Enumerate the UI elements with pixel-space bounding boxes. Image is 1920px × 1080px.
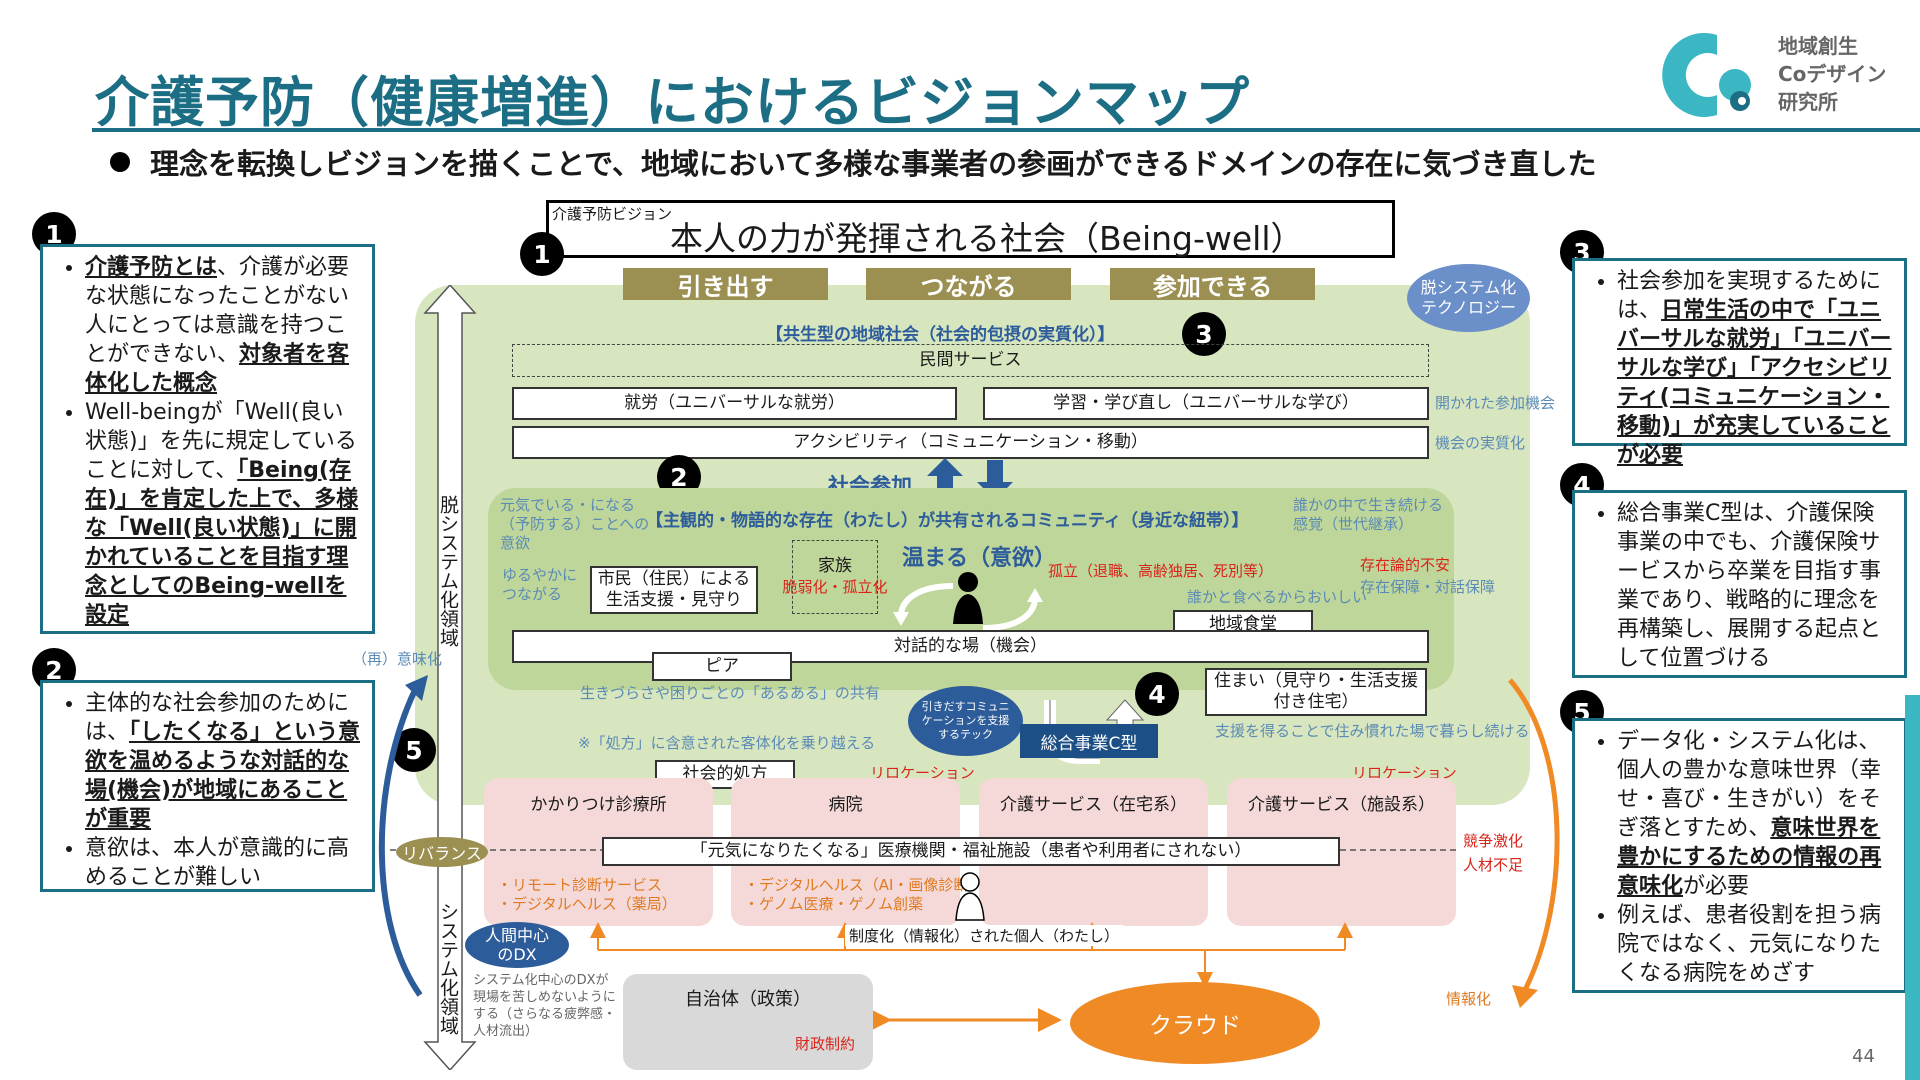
remote-services: ・リモート診断サービス ・デジタルヘルス（薬局） bbox=[497, 876, 677, 913]
page-title: 介護予防（健康増進）におけるビジョンマップ bbox=[95, 71, 1250, 134]
bullet-item: 社会参加を実現するためには、日常生活の中で「ユニバーサルな就労」「ユニバーサルな… bbox=[1617, 267, 1894, 470]
chance-real-label: 機会の実質化 bbox=[1435, 434, 1526, 452]
datsu-system-tech-oval: 脱システム化テクノロジー bbox=[1407, 264, 1530, 332]
kaigo-shisetsu-label: 介護サービス（施設系） bbox=[1248, 795, 1435, 815]
bullet-item: 主体的な社会参加のためには、「したくなる」という意欲を温めるような対話的な場(機… bbox=[85, 689, 362, 834]
reimi-label: （再）意味化 bbox=[352, 650, 443, 668]
subtitle-bullet bbox=[110, 152, 130, 172]
bullet-item: 例えば、患者役割を担う病院ではなく、元気になりたくなる病院をめざす bbox=[1617, 901, 1894, 988]
number-badge-5-diagram: 5 bbox=[392, 728, 436, 772]
ikitsuzukeru-label: 誰かの中で生き続ける感覚（世代継承） bbox=[1293, 496, 1444, 533]
logo-icon bbox=[1662, 32, 1751, 118]
logo bbox=[1655, 25, 1770, 125]
minkan-service: 民間サービス bbox=[512, 344, 1429, 377]
taiwa-box: 対話的な場（機会） bbox=[512, 630, 1429, 663]
vision-box bbox=[546, 200, 1395, 258]
kazoku-vulnerability: 脆弱化・孤立化 bbox=[782, 578, 888, 596]
jichitai-box bbox=[623, 974, 873, 1070]
jichitai-label: 自治体（政策） bbox=[685, 989, 811, 1010]
hikidasu-tech-oval: 引きだすコミュニケーションを支援するテック bbox=[908, 686, 1023, 756]
access-box: アクシビリティ（コミュニケーション・移動） bbox=[512, 426, 1429, 459]
system-dx-note: システム化中心のDXが現場を苦しめないようにする（さらなる疲弊感・人材流出） bbox=[473, 973, 617, 1039]
page-number: 44 bbox=[1852, 1046, 1875, 1067]
tab-sanka-dekiru: 参加できる bbox=[1110, 268, 1315, 301]
gakushu-box: 学習・学び直し（ユニバーサルな学び） bbox=[983, 387, 1429, 420]
explanation-box-3: 社会参加を実現するためには、日常生活の中で「ユニバーサルな就労」「ユニバーサルな… bbox=[1572, 258, 1907, 468]
page-subtitle: 理念を転換しビジョンを描くことで、地域において多様な事業者の参画ができるドメイン… bbox=[150, 147, 1597, 181]
number-badge-4-diagram: 4 bbox=[1135, 672, 1179, 716]
edge-accent-bar bbox=[1905, 695, 1920, 1080]
vision-main: 本人の力が発揮される社会（Being-well） bbox=[670, 219, 1304, 258]
ikizurasa-label: 生きづらさや困りごとの「あるある」の共有 bbox=[580, 684, 880, 702]
community-heading: 【主観的・物語的な存在（わたし）が共有されるコミュニティ（身近な紐帯）】 bbox=[646, 511, 1249, 531]
bullet-item: 総合事業C型は、介護保険事業の中でも、介護保険サービスから卒業を目指す事業であり… bbox=[1617, 499, 1894, 673]
shuro-box: 就労（ユニバーサルな就労） bbox=[512, 387, 957, 420]
shien-label: 支援を得ることで住み慣れた場で暮らし続ける bbox=[1215, 722, 1530, 740]
shimin-box: 市民（住民）による生活支援・見守り bbox=[590, 566, 758, 614]
dareka-label: 誰かと食べるからおいしい bbox=[1187, 588, 1368, 606]
datsu-system-ryoiki-label: 脱システム化領域 bbox=[437, 495, 459, 647]
digital-health-services: ・デジタルヘルス（AI・画像診断） ・ゲノム医療・ゲノム創薬 bbox=[744, 876, 984, 913]
bullet-item: 介護予防とは、介護が必要な状態になったことがない人にとっては意識を持つことができ… bbox=[85, 253, 362, 398]
kaigo-zaitaku-label: 介護サービス（在宅系） bbox=[1000, 795, 1187, 815]
bullet-item: データ化・システム化は、個人の豊かな意味世界（幸せ・喜び・生きがい）をそぎ落とす… bbox=[1617, 727, 1894, 901]
number-badge-2-diagram: 2 bbox=[657, 455, 701, 499]
koritsu-label: 孤立（退職、高齢独居、死別等） bbox=[1048, 562, 1274, 580]
person-cycle-icon bbox=[893, 572, 1043, 631]
jinzai-label: 人材不足 bbox=[1463, 856, 1524, 874]
tab-tsunagaru: つながる bbox=[866, 268, 1071, 301]
atatamaru-label: 温まる（意欲） bbox=[902, 546, 1057, 571]
yuruyaka-label: ゆるやかにつながる bbox=[502, 566, 578, 603]
vertical-axis-arrow bbox=[423, 285, 477, 1070]
kakaritsuke-label: かかりつけ診療所 bbox=[530, 795, 667, 815]
right-curve-arrow bbox=[1508, 678, 1560, 1008]
open-chance-label: 開かれた参加機会 bbox=[1435, 394, 1556, 412]
sonzai-fuan-label: 存在論的不安 bbox=[1360, 556, 1451, 574]
bullet-item: Well-beingが「Well(良い状態)」を先に規定していることに対して、「… bbox=[85, 398, 362, 630]
byoin-label: 病院 bbox=[828, 795, 863, 815]
system-ryoiki-label: システム化領域 bbox=[437, 902, 459, 1035]
shoho-note-label: ※「処方」に含意された客体化を乗り越える bbox=[578, 734, 876, 752]
sogo-c-box: 総合事業C型 bbox=[1020, 724, 1158, 758]
logo-line: Coデザイン bbox=[1778, 62, 1887, 86]
relocation-label-left: リロケーション bbox=[870, 764, 975, 782]
person-outline-icon bbox=[955, 872, 985, 921]
kyosei-heading: 【共生型の地域社会（社会的包摂の実質化）】 bbox=[766, 325, 1115, 345]
kazoku-label: 家族 bbox=[818, 556, 852, 576]
cloud-oval: クラウド bbox=[1070, 982, 1320, 1064]
zaisei-label: 財政制約 bbox=[795, 1035, 856, 1053]
ningen-dx-oval: 人間中心のDX bbox=[465, 922, 569, 968]
sonzai-hosho-label: 存在保障・対話保障 bbox=[1360, 578, 1496, 596]
vision-label: 介護予防ビジョン bbox=[552, 205, 673, 223]
peer-box: ピア bbox=[652, 652, 792, 681]
logo-line: 研究所 bbox=[1778, 90, 1838, 114]
number-badge-1-diagram: 1 bbox=[520, 232, 564, 276]
logo-line: 地域創生 bbox=[1778, 34, 1858, 58]
logo-text: 地域創生 Coデザイン 研究所 bbox=[1778, 32, 1886, 116]
explanation-box-5: データ化・システム化は、個人の豊かな意味世界（幸せ・喜び・生きがい）をそぎ落とす… bbox=[1572, 718, 1907, 993]
left-curve-arrow bbox=[378, 675, 428, 997]
relocation-label-right: リロケーション bbox=[1352, 764, 1457, 782]
johoka-label: 情報化 bbox=[1446, 990, 1492, 1008]
genki-iyoku-label: 元気でいる・になる（予防する）ことへの意欲 bbox=[500, 496, 650, 552]
rebalance-oval: リバランス bbox=[396, 837, 488, 867]
genki-iryo-box: 「元気になりたくなる」医療機関・福祉施設（患者や利用者にされない） bbox=[602, 837, 1340, 866]
kyoso-label: 競争激化 bbox=[1463, 832, 1524, 850]
explanation-box-4: 総合事業C型は、介護保険事業の中でも、介護保険サービスから卒業を目指す事業であり… bbox=[1572, 490, 1907, 678]
sumai-box: 住まい（見守り・生活支援付き住宅） bbox=[1205, 668, 1427, 716]
kazoku-box: 家族 脆弱化・孤立化 bbox=[783, 540, 888, 614]
explanation-box-2: 主体的な社会参加のためには、「したくなる」という意欲を温めるような対話的な場(機… bbox=[40, 680, 375, 892]
title-divider bbox=[92, 128, 1920, 132]
number-badge-3-diagram: 3 bbox=[1182, 312, 1226, 356]
bullet-item: 意欲は、本人が意識的に高めることが難しい bbox=[85, 834, 362, 892]
seido-label: 制度化（情報化）された個人（わたし） bbox=[845, 925, 1124, 946]
explanation-box-1: 介護予防とは、介護が必要な状態になったことがない人にとっては意識を持つことができ… bbox=[40, 244, 375, 634]
tab-hikidasu: 引き出す bbox=[623, 268, 828, 301]
